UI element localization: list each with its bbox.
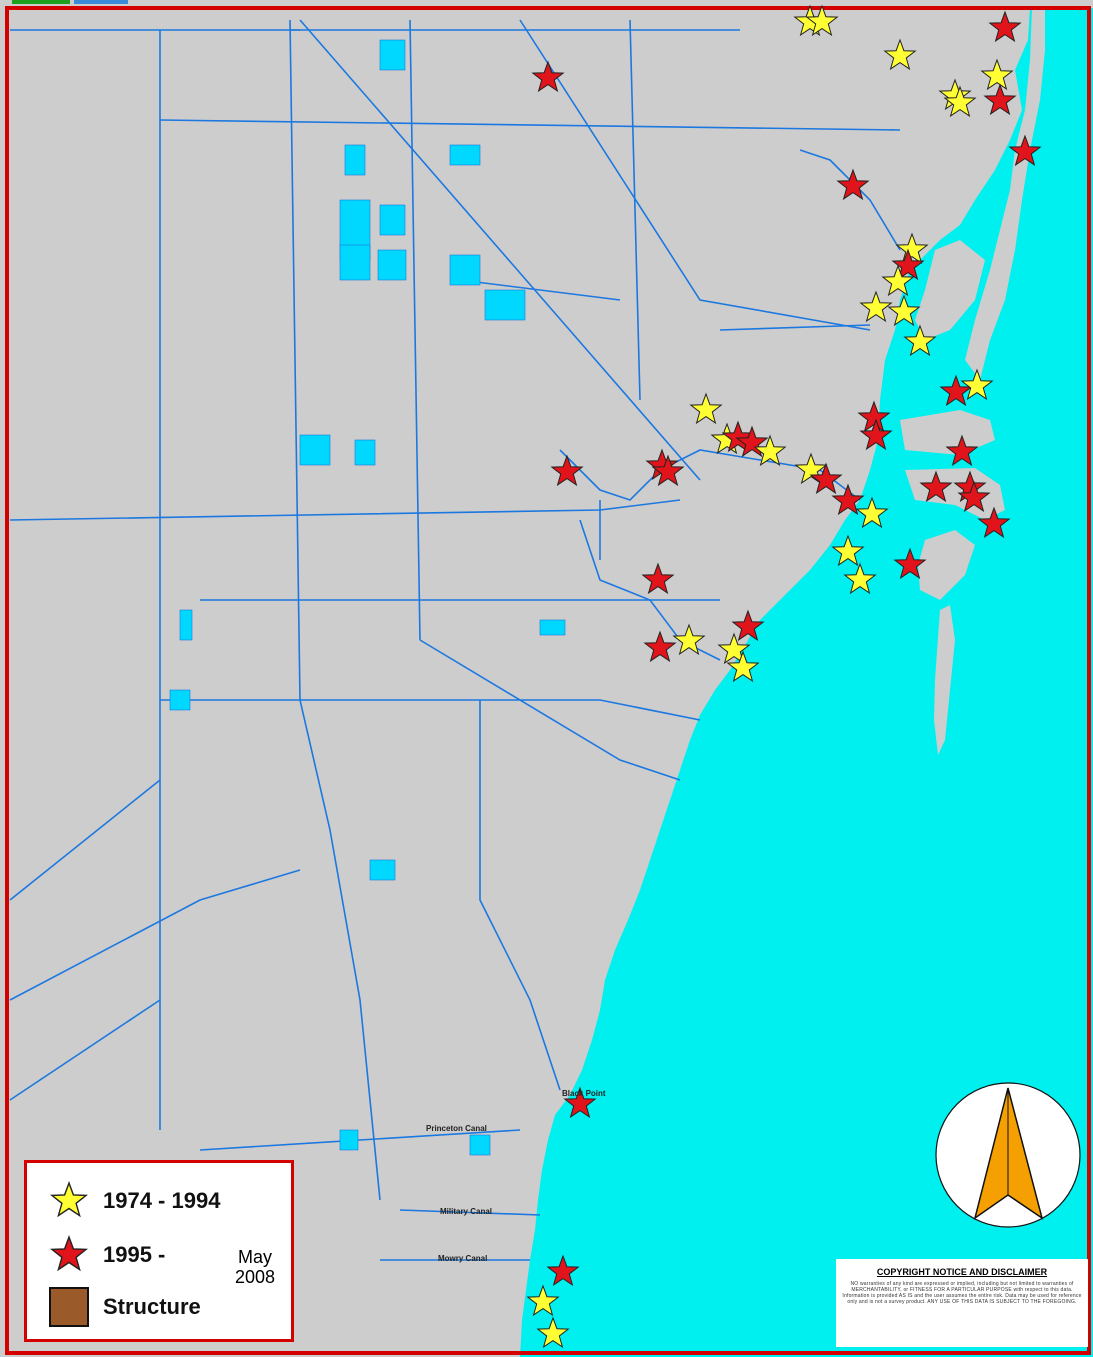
legend-row-1995: 1995 -: [49, 1235, 165, 1275]
keys-chain: [934, 605, 955, 755]
star-1974-1994: [536, 1316, 570, 1349]
star-1974-1994: [895, 232, 929, 265]
corner-swatch-blue: [74, 0, 128, 4]
star-1995-2008: [643, 630, 677, 663]
key-biscayne: [918, 530, 975, 600]
star-1974-1994: [855, 496, 889, 529]
star-1974-1994: [960, 368, 994, 401]
corner-swatch-green: [12, 0, 70, 4]
star-1995-2008: [988, 10, 1022, 43]
disclaimer-body: NO warranties of any kind are expressed …: [842, 1281, 1082, 1305]
bay-island: [915, 240, 985, 340]
star-1974-1994: [717, 632, 751, 665]
bay-island: [900, 410, 995, 455]
star-1995-2008: [531, 60, 565, 93]
star-1974-1994: [689, 392, 723, 425]
ocean: [520, 8, 1093, 1357]
structure-swatch: [49, 1287, 89, 1327]
star-1995-2008: [891, 248, 925, 281]
lakes: [169, 39, 566, 1156]
legend-label-1974: 1974 - 1994: [103, 1188, 221, 1213]
star-1995-2008: [651, 454, 685, 487]
star-1995-2008: [977, 506, 1011, 539]
star-1995-2008: [859, 418, 893, 451]
barrier-island-north: [965, 8, 1045, 380]
star-1974-1994: [672, 623, 706, 656]
canal-network: [9, 19, 901, 1261]
label-black-point: Black Point: [562, 1089, 606, 1098]
legend-label-structure: Structure: [103, 1294, 201, 1319]
star-1974-1994: [883, 38, 917, 71]
disclaimer-title: COPYRIGHT NOTICE AND DISCLAIMER: [876, 1267, 1048, 1277]
map-border: [5, 6, 1091, 1355]
star-1995-2008: [563, 1086, 597, 1119]
label-mowry-canal: Mowry Canal: [438, 1254, 488, 1263]
legend-row-structure: Structure: [49, 1287, 201, 1327]
star-1974-1994: [980, 58, 1014, 91]
star-1995-2008: [983, 83, 1017, 116]
red-star-icon: [49, 1235, 89, 1272]
star-1995-2008: [939, 374, 973, 407]
star-1995-2008: [809, 462, 843, 495]
star-1974-1994: [881, 264, 915, 297]
star-1974-1994: [753, 434, 787, 467]
star-1974-1994: [859, 290, 893, 323]
star-1995-2008: [546, 1254, 580, 1287]
legend-label-may-2008: May 2008: [234, 1247, 276, 1287]
legend-row-1974: 1974 - 1994: [49, 1181, 220, 1221]
legend-label-1995: 1995 -: [103, 1242, 166, 1267]
star-1974-1994: [943, 85, 977, 118]
star-1995-2008: [735, 425, 769, 458]
star-1995-2008: [731, 609, 765, 642]
north-arrow-icon: [935, 1082, 1081, 1228]
star-1995-2008: [550, 454, 584, 487]
legend: 1974 - 1994 1995 - May 2008 Structure: [24, 1160, 294, 1342]
star-1995-2008: [836, 168, 870, 201]
star-1974-1994: [805, 4, 839, 37]
star-1974-1994: [726, 650, 760, 683]
star-1995-2008: [893, 547, 927, 580]
star-1974-1994: [843, 562, 877, 595]
star-1974-1994: [887, 294, 921, 327]
star-1995-2008: [945, 434, 979, 467]
star-1974-1994: [831, 534, 865, 567]
star-1995-2008: [1008, 134, 1042, 167]
star-1995-2008: [957, 480, 991, 513]
copyright-disclaimer: COPYRIGHT NOTICE AND DISCLAIMER NO warra…: [836, 1259, 1088, 1347]
star-1974-1994: [526, 1284, 560, 1317]
star-1995-2008: [919, 470, 953, 503]
label-military-canal: Military Canal: [440, 1207, 493, 1216]
event-stars: [526, 4, 1042, 1349]
star-1974-1994: [794, 452, 828, 485]
label-princeton-canal: Princeton Canal: [426, 1124, 487, 1133]
star-1995-2008: [831, 483, 865, 516]
yellow-star-icon: [49, 1181, 89, 1218]
star-1995-2008: [641, 562, 675, 595]
star-1974-1994: [903, 324, 937, 357]
